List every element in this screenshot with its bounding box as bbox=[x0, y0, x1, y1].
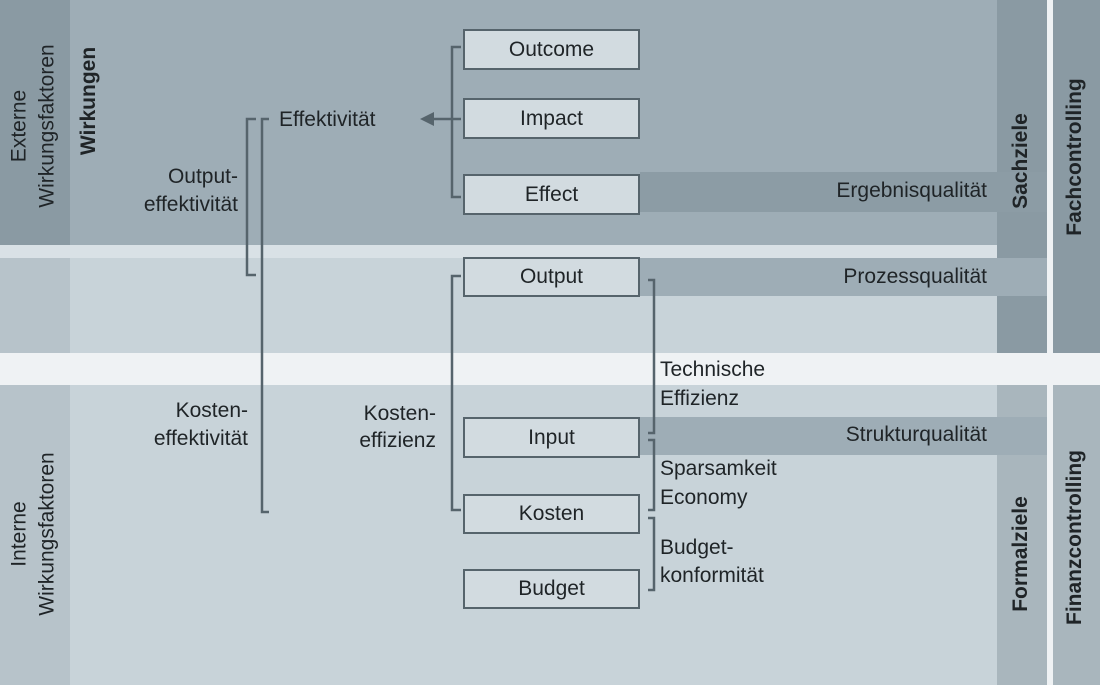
struktur-band bbox=[640, 417, 1047, 455]
externe-line2: Wirkungsfaktoren bbox=[35, 44, 59, 208]
wirkungen-label: Wirkungen bbox=[75, 36, 105, 166]
kosten-effektivitaet-line2: effektivität bbox=[153, 427, 248, 450]
externe-line1: Externe bbox=[7, 89, 31, 163]
outcome-box: Outcome bbox=[463, 29, 640, 70]
strukturqualitaet-label: Strukturqualität bbox=[845, 423, 987, 446]
kosten-effizienz-line2: effizienz bbox=[359, 429, 436, 452]
output-label: Output bbox=[519, 265, 584, 288]
impact-box: Impact bbox=[463, 98, 640, 139]
budgetkonformitaet-line1: Budget- bbox=[660, 536, 734, 559]
output-effektivitaet-line2: effektivität bbox=[143, 193, 238, 216]
output-box: Output bbox=[463, 257, 640, 297]
interne-wirkungsfaktoren-label: Interne Wirkungsfaktoren bbox=[6, 412, 66, 657]
right-gap-top bbox=[1047, 0, 1053, 353]
finanzcontrolling-text: Finanzcontrolling bbox=[1063, 450, 1086, 625]
sachziele-text: Sachziele bbox=[1009, 113, 1032, 209]
effect-label: Effect bbox=[524, 182, 579, 206]
effektivitaet-bracket bbox=[260, 117, 269, 514]
arrow-head-icon bbox=[420, 112, 434, 126]
outcome-label: Outcome bbox=[508, 37, 595, 61]
kosten-effizienz-bracket bbox=[450, 274, 461, 512]
interne-line2: Wirkungsfaktoren bbox=[35, 452, 59, 616]
right-gap-bottom bbox=[1047, 385, 1053, 685]
prozess-band bbox=[640, 258, 1047, 296]
top-bracket bbox=[450, 45, 461, 199]
kosten-label: Kosten bbox=[518, 502, 585, 525]
effektivitaet-label: Effektivität bbox=[279, 108, 376, 131]
budget-box: Budget bbox=[463, 569, 640, 609]
technische-bracket bbox=[648, 278, 656, 435]
fachcontrolling-text: Fachcontrolling bbox=[1063, 78, 1086, 236]
finanzcontrolling-label: Finanzcontrolling bbox=[1061, 450, 1091, 625]
impact-label: Impact bbox=[519, 106, 584, 130]
externe-wirkungsfaktoren-label: Externe Wirkungsfaktoren bbox=[6, 4, 66, 249]
ergebnisqualitaet-label: Ergebnisqualität bbox=[836, 179, 987, 202]
left-column-top bbox=[0, 0, 70, 245]
left-column-mid bbox=[0, 258, 70, 353]
ergebnis-band bbox=[640, 172, 1047, 212]
effect-box: Effect bbox=[463, 174, 640, 215]
prozessqualitaet-label: Prozessqualität bbox=[843, 265, 987, 288]
input-box: Input bbox=[463, 417, 640, 458]
budget-bracket bbox=[648, 516, 656, 592]
sparsamkeit-line1: Sparsamkeit bbox=[660, 457, 777, 480]
fachcontrolling-label: Fachcontrolling bbox=[1061, 77, 1091, 237]
finanzcontrolling-column bbox=[1053, 385, 1100, 685]
white-stripe bbox=[0, 353, 1100, 385]
interne-line1: Interne bbox=[7, 501, 31, 567]
technische-line2: Effizienz bbox=[660, 387, 739, 410]
wirkungen-text: Wirkungen bbox=[77, 46, 100, 156]
output-effektivitaet-bracket bbox=[245, 117, 256, 277]
sparsamkeit-line2: Economy bbox=[660, 486, 748, 509]
kosten-box: Kosten bbox=[463, 494, 640, 534]
sparsamkeit-bracket bbox=[648, 438, 656, 512]
technische-line1: Technische bbox=[660, 358, 766, 381]
gap-band bbox=[0, 245, 1100, 258]
input-label: Input bbox=[528, 425, 575, 449]
output-effektivitaet-line1: Output- bbox=[167, 165, 238, 188]
formalziele-label: Formalziele bbox=[1007, 486, 1037, 622]
left-column-bottom bbox=[0, 385, 70, 685]
fachcontrolling-column bbox=[1053, 0, 1100, 353]
sachziele-label: Sachziele bbox=[1007, 101, 1037, 221]
kosten-effizienz-line1: Kosten- bbox=[363, 402, 436, 425]
budget-label: Budget bbox=[518, 577, 585, 600]
formalziele-text: Formalziele bbox=[1009, 496, 1032, 612]
kosten-effektivitaet-line1: Kosten- bbox=[175, 399, 248, 422]
budgetkonformitaet-line2: konformität bbox=[660, 564, 764, 587]
